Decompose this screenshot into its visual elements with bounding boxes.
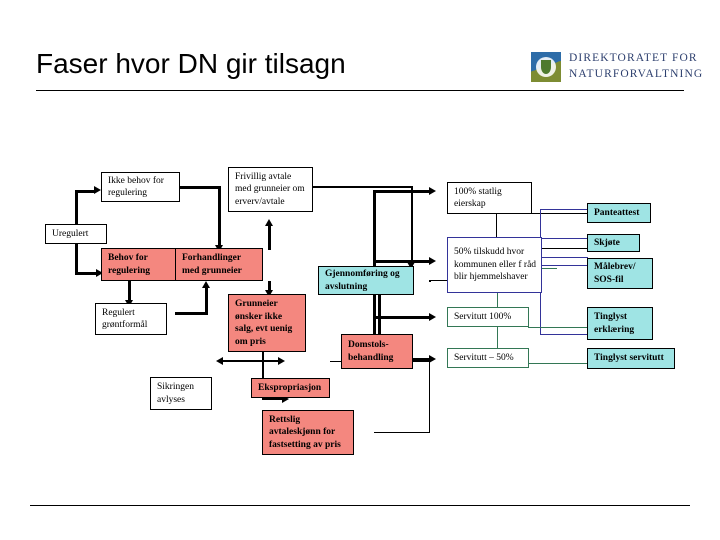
connector-regulert-right <box>175 312 207 315</box>
node-behov-label: Behov for regulering <box>108 253 151 276</box>
arrow-to-servitutt100 <box>429 313 436 321</box>
node-sikringen-avlyses[interactable]: Sikringen avlyses <box>150 377 212 410</box>
node-frivillig-label: Frivillig avtale med grunneier om erverv… <box>235 171 305 207</box>
node-tinglyst-erklaering-label: Tinglyst erklæring <box>594 312 635 335</box>
node-grunneier-onsker-ikke-salg[interactable]: Grunneier ønsker ikke salg, evt uenig om… <box>228 294 306 352</box>
arrow-to-ekspropriasjon <box>278 357 285 365</box>
connector-trunk-tilskudd <box>373 260 431 263</box>
connector-tilskudd-panteattest <box>540 209 588 211</box>
node-servitutt50-label: Servitutt – 50% <box>454 352 514 363</box>
organization-logo: DIREKTORATET FOR NATURFORVALTNING <box>531 50 702 86</box>
node-tinglyst-erklaering[interactable]: Tinglyst erklæring <box>587 307 653 340</box>
node-uregulert[interactable]: Uregulert <box>45 224 107 244</box>
node-50-prosent-tilskudd[interactable]: 50% tilskudd hvor kommunen eller f råd b… <box>447 237 542 293</box>
node-rettslig-label: Rettslig avtaleskjønn for fastsetting av… <box>269 414 341 450</box>
node-behov-for-regulering[interactable]: Behov for regulering <box>101 248 181 281</box>
connector-grunneier-down <box>262 338 265 400</box>
arrow-to-behov <box>96 269 103 277</box>
connector-statlig-to-malebrev <box>496 248 588 250</box>
arrow-to-tilskudd <box>429 257 436 265</box>
arrow-to-sikringen <box>216 357 223 365</box>
connector-ikkebehov-down <box>218 186 221 248</box>
node-servitutt100-label: Servitutt 100% <box>454 311 512 322</box>
connector-uregulert-down <box>75 243 78 274</box>
footer-divider <box>30 505 690 506</box>
node-rettslig-avtaleskjonn[interactable]: Rettslig avtaleskjønn for fastsetting av… <box>262 410 354 455</box>
node-statlig100-label: 100% statlig eierskap <box>454 186 502 210</box>
connector-tilskudd-out <box>541 265 587 267</box>
connector-uregulert-up-h <box>75 190 95 193</box>
connector-uregulert-up <box>75 190 78 243</box>
connector-servitutt50-out <box>528 363 590 365</box>
connector-statlig-out <box>531 213 587 215</box>
node-panteattest[interactable]: Panteattest <box>587 203 651 223</box>
connector-forhandlinger-down <box>268 281 271 293</box>
node-tilskudd50-label: 50% tilskudd hvor kommunen eller f råd b… <box>454 247 537 283</box>
connector-forhandlinger-up <box>268 225 271 250</box>
node-tinglyst-servitutt-label: Tinglyst servitutt <box>594 353 664 364</box>
page-title: Faser hvor DN gir tilsagn <box>36 48 346 79</box>
node-malebrev-sos-fil[interactable]: Målebrev/ SOS-fil <box>587 258 653 289</box>
connector-gjennomforing-right <box>429 280 451 282</box>
connector-ekspropriasjon-up <box>429 361 431 389</box>
connector-tilskudd-skjote <box>540 238 588 240</box>
connector-domstols-up <box>378 290 381 334</box>
connector-tilskudd-tinglyst <box>540 334 588 336</box>
connector-servitutt100-out <box>528 327 590 329</box>
node-servitutt-100[interactable]: Servitutt 100% <box>447 307 529 327</box>
arrow-to-frivillig <box>265 219 273 226</box>
node-ekspropriasjon-label: Ekspropriasjon <box>258 382 322 393</box>
logo-emblem-icon <box>536 57 556 77</box>
node-forhandlinger-label: Forhandlinger med grunneier <box>182 253 242 276</box>
node-skjote-label: Skjøte <box>594 237 620 248</box>
connector-rettslig-right <box>374 432 430 434</box>
node-skjote[interactable]: Skjøte <box>587 234 640 252</box>
arrow-to-gjennomforing <box>407 262 415 269</box>
connector-frivillig-down <box>411 186 413 266</box>
connector-tilskudd-malebrev <box>540 257 588 259</box>
logo-line-1: DIREKTORATET FOR <box>569 52 698 64</box>
arrow-to-grunneier <box>265 290 273 297</box>
node-gjennomforing-og-avslutning[interactable]: Gjennomføring og avslutning <box>318 266 414 295</box>
dn-logo-mark-icon <box>531 52 561 82</box>
connector-to-rettslig <box>262 398 284 401</box>
node-sikringen-label: Sikringen avlyses <box>157 382 194 405</box>
arrow-to-servitutt50 <box>429 355 436 363</box>
node-ikke-behov-label: Ikke behov for regulering <box>108 175 164 199</box>
node-malebrev-label: Målebrev/ SOS-fil <box>594 262 636 285</box>
node-100-prosent-statlig-eierskap[interactable]: 100% statlig eierskap <box>447 182 532 214</box>
title-divider <box>36 90 684 91</box>
node-panteattest-label: Panteattest <box>594 207 640 218</box>
node-forhandlinger-med-grunneier[interactable]: Forhandlinger med grunneier <box>175 248 263 281</box>
connector-frivillig-right <box>313 186 413 188</box>
connector-trunk-statlig <box>373 190 431 193</box>
node-gjennomforing-label: Gjennomføring og avslutning <box>325 269 400 292</box>
node-ikke-behov-for-regulering[interactable]: Ikke behov for regulering <box>101 172 180 202</box>
node-ekspropriasjon[interactable]: Ekspropriasjon <box>251 378 330 398</box>
connector-rettslig-up <box>429 389 431 433</box>
node-tinglyst-servitutt[interactable]: Tinglyst servitutt <box>587 348 675 369</box>
node-regulert-grontformal[interactable]: Regulert grøntformål <box>95 303 167 335</box>
connector-uregulert-down-h <box>75 272 97 275</box>
node-regulert-label: Regulert grøntformål <box>102 307 148 331</box>
node-domstolsbehandling[interactable]: Domstols- behandling <box>341 334 413 369</box>
connector-statlig-v2 <box>496 213 498 249</box>
node-uregulert-label: Uregulert <box>52 228 89 239</box>
logo-line-2: NATURFORVALTNING <box>569 68 704 80</box>
arrow-to-statlig <box>429 187 436 195</box>
arrow-to-forhandlinger-bottom <box>202 281 210 288</box>
node-servitutt-50[interactable]: Servitutt – 50% <box>447 348 529 368</box>
node-grunneier-label: Grunneier ønsker ikke salg, evt uenig om… <box>235 299 293 347</box>
connector-behov-down <box>128 281 131 303</box>
node-frivillig-avtale[interactable]: Frivillig avtale med grunneier om erverv… <box>228 167 313 212</box>
connector-trunk-servitutt100 <box>373 316 431 319</box>
node-domstols-label: Domstols- behandling <box>348 340 394 363</box>
connector-to-ekspropriasjon <box>262 360 280 363</box>
connector-to-sikringen <box>222 360 264 363</box>
arrow-to-ikke-behov <box>94 186 101 194</box>
arrow-to-rettslig <box>282 395 289 403</box>
logo-text: DIREKTORATET FOR NATURFORVALTNING <box>569 50 703 82</box>
connector-regulert-up <box>205 287 208 315</box>
connector-ikkebehov-right <box>180 186 220 189</box>
